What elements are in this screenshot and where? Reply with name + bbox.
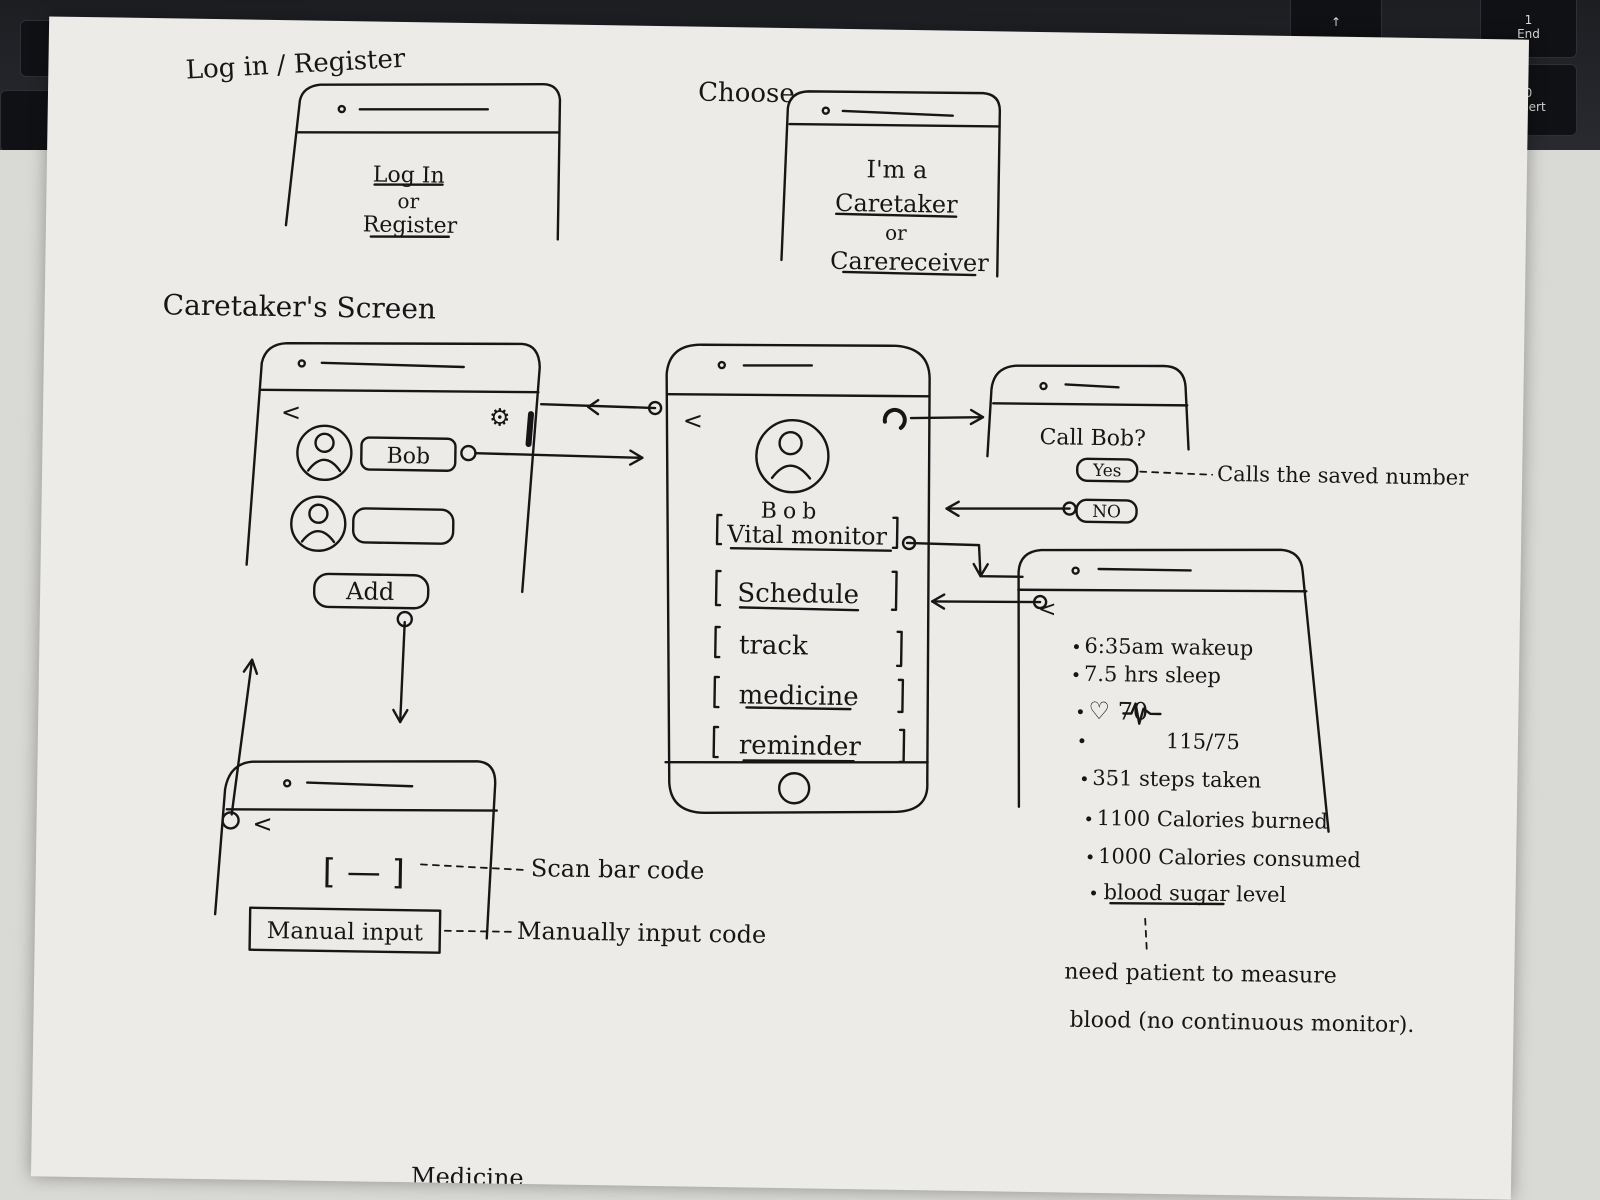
- list-back-icon[interactable]: <: [281, 398, 302, 426]
- vital-bullets: [1073, 644, 1097, 896]
- medicine-underline: [745, 706, 852, 711]
- call-phone-frame: [986, 364, 1190, 458]
- menu-vital-monitor[interactable]: Vital monitor: [726, 520, 888, 551]
- menu-medicine[interactable]: medicine: [738, 680, 858, 712]
- yes-label: Yes: [1092, 461, 1122, 481]
- vital-underline: [729, 547, 893, 552]
- sketch-canvas: Log in / Register Choose Caretaker's Scr…: [162, 44, 1469, 1192]
- caretaker-option[interactable]: Caretaker: [835, 189, 958, 219]
- profile-name: Bob: [761, 499, 823, 525]
- vital-item: 351 steps taken: [1092, 766, 1261, 793]
- vital-item: 115/75: [1166, 729, 1240, 754]
- vital-item: 6:35am wakeup: [1084, 634, 1253, 661]
- avatar-1-icon: [296, 424, 353, 482]
- gear-icon[interactable]: ⚙: [489, 403, 511, 431]
- choose-title: Choose: [698, 78, 795, 110]
- menu-reminder[interactable]: reminder: [739, 730, 862, 762]
- vital-item: 1000 Calories consumed: [1098, 844, 1361, 872]
- blood-sugar-underline: [1109, 902, 1225, 906]
- menu-track[interactable]: track: [739, 630, 808, 661]
- note-need-patient: need patient to measure: [1064, 960, 1337, 989]
- insert-key-number: 0: [1524, 86, 1533, 100]
- vital-item: ♡ 70: [1088, 697, 1148, 726]
- im-a-label: I'm a: [866, 155, 927, 184]
- carereceiver-underline: [842, 270, 977, 277]
- sketch-paper: Log in / Register Choose Caretaker's Scr…: [30, 16, 1530, 1200]
- patient-1-name: Bob: [386, 444, 430, 470]
- note-manual-input: Manually input code: [517, 917, 767, 949]
- profile-phone-frame: [664, 343, 931, 815]
- profile-back-icon[interactable]: <: [683, 406, 704, 434]
- login-underline: [373, 183, 444, 186]
- manual-input-button[interactable]: [248, 906, 442, 954]
- menu-schedule[interactable]: Schedule: [737, 578, 859, 610]
- patient-2-button[interactable]: [351, 507, 455, 545]
- reminder-underline: [742, 759, 855, 763]
- note-leaders: [420, 470, 1214, 950]
- carereceiver-option[interactable]: Carereceiver: [830, 247, 990, 277]
- schedule-underline: [738, 606, 860, 612]
- login-phone-frame: [284, 83, 562, 241]
- phone-call-icon[interactable]: [882, 407, 907, 430]
- scan-back-icon[interactable]: <: [252, 810, 273, 838]
- register-label[interactable]: Register: [363, 212, 458, 238]
- login-or-label: or: [397, 189, 419, 213]
- pulse-icon: [1122, 702, 1162, 725]
- choose-phone-frame: [780, 90, 1002, 278]
- note-calls-saved-number: Calls the saved number: [1217, 462, 1469, 490]
- vitals-phone-frame: [1017, 548, 1330, 833]
- register-underline: [369, 235, 450, 238]
- note-no-continuous-monitor: blood (no continuous monitor).: [1069, 1008, 1414, 1038]
- scan-phone-frame: [213, 760, 498, 940]
- no-button[interactable]: [1075, 498, 1138, 524]
- profile-avatar-icon: [755, 418, 830, 494]
- vitals-back-icon[interactable]: <: [1038, 597, 1057, 622]
- note-scan-bar-code: Scan bar code: [531, 854, 705, 885]
- connectors: [221, 398, 1077, 830]
- patient-1-button[interactable]: [360, 436, 457, 472]
- choose-or-label: or: [885, 221, 907, 245]
- avatar-2-icon: [290, 495, 347, 552]
- caretaker-underline: [834, 212, 958, 218]
- vitals-list: 6:35am wakeup 7.5 hrs sleep ♡ 70 115/75 …: [1084, 634, 1361, 907]
- menu-brackets: [712, 513, 906, 764]
- add-button[interactable]: [312, 572, 430, 610]
- login-label[interactable]: Log In: [373, 163, 445, 189]
- end-key-number: 1: [1524, 13, 1533, 27]
- vital-item[interactable]: blood sugar level: [1103, 880, 1286, 907]
- yes-button[interactable]: [1075, 457, 1139, 483]
- manual-input-label: Manual input: [267, 918, 424, 946]
- end-key-label: End: [1517, 27, 1540, 41]
- barcode-scan-icon[interactable]: [ — ]: [322, 852, 405, 893]
- vital-item: 1100 Calories burned: [1097, 806, 1328, 834]
- no-label: NO: [1092, 502, 1121, 522]
- vital-item: 7.5 hrs sleep: [1084, 662, 1221, 688]
- call-question: Call Bob?: [1039, 425, 1146, 452]
- login-title: Log in / Register: [185, 44, 407, 86]
- add-label: Add: [345, 577, 394, 606]
- caretaker-screen-title: Caretaker's Screen: [162, 288, 436, 325]
- list-phone-frame: [245, 342, 541, 594]
